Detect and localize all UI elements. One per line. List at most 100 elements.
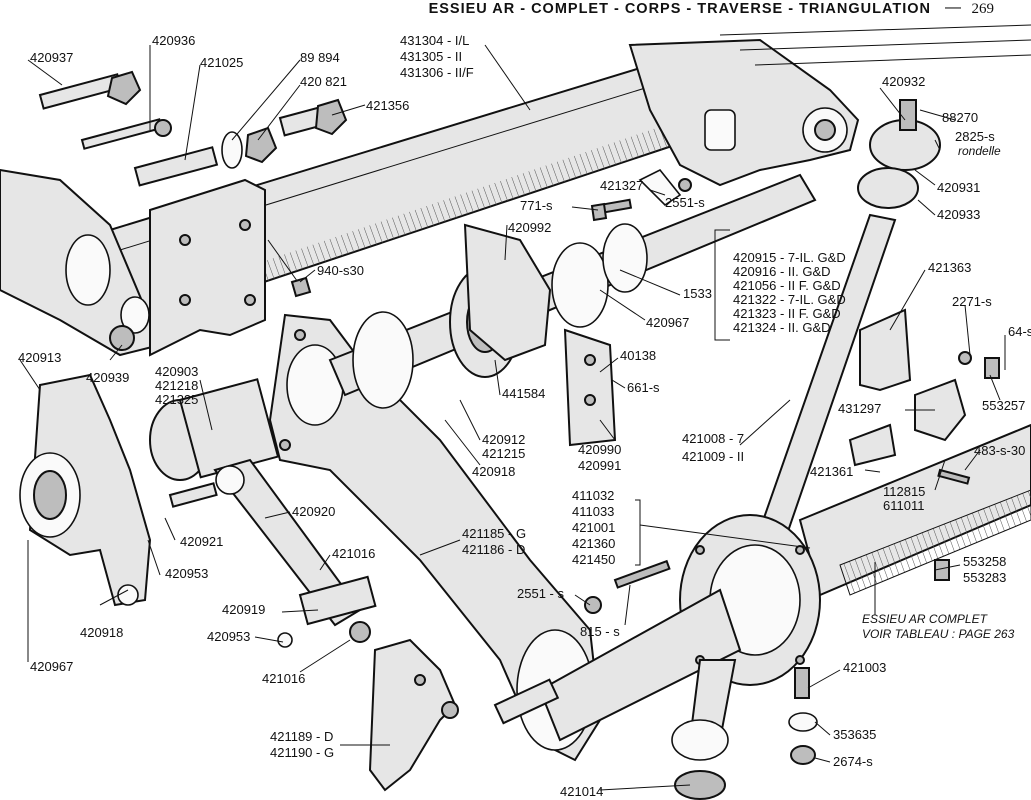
label-421025: 421025 (200, 55, 243, 70)
label-2551-s-low: 2551 - s (517, 586, 564, 601)
label-421003: 421003 (843, 660, 886, 675)
label-421324: 421324 - II. G&D (733, 320, 831, 335)
label-420936: 420936 (152, 33, 195, 48)
label-420939: 420939 (86, 370, 129, 385)
label-421218: 421218 (155, 378, 198, 393)
label-420821: 420 821 (300, 74, 347, 89)
small-fasteners-part (277, 168, 692, 648)
label-89894: 89 894 (300, 50, 340, 65)
label-420913: 420913 (18, 350, 61, 365)
label-420953-low: 420953 (207, 629, 250, 644)
label-420912: 420912 (482, 432, 525, 447)
title-dash: — (945, 0, 961, 16)
leader-lines (19, 44, 1006, 791)
diagonal-rod-part (756, 99, 941, 542)
label-431306: 431306 - II/F (400, 65, 474, 80)
bottom-spindle-part (671, 659, 818, 800)
label-611011: 611011 (883, 498, 924, 513)
label-420903: 420903 (155, 364, 198, 379)
label-421185: 421185 - G (462, 526, 526, 541)
label-411032: 411032 (572, 488, 614, 503)
label-421361: 421361 (810, 464, 853, 479)
label-420933: 420933 (937, 207, 980, 222)
label-421190: 421190 - G (270, 745, 334, 760)
label-2271-s: 2271-s (952, 294, 992, 309)
label-421056: 421056 - II F. G&D (733, 278, 841, 293)
label-441584: 441584 (502, 386, 545, 401)
label-420990: 420990 (578, 442, 621, 457)
label-421450: 421450 (572, 552, 615, 567)
label-420932: 420932 (882, 74, 925, 89)
label-553283: 553283 (963, 570, 1006, 585)
label-1533: 1533 (683, 286, 712, 301)
label-420992: 420992 (508, 220, 551, 235)
label-420918-low: 420918 (80, 625, 123, 640)
label-421016-mid: 421016 (332, 546, 375, 561)
label-771-s: 771-s (520, 198, 553, 213)
label-64-s: 64-s (1008, 324, 1031, 339)
label-421001: 421001 (572, 520, 615, 535)
axle-end-bracket-part (628, 38, 860, 187)
mounting-bracket-part (149, 178, 266, 357)
label-2825-s: 2825-s (955, 129, 995, 144)
stub-shaft-part (328, 173, 817, 447)
label-420937: 420937 (30, 50, 73, 65)
label-2551-s-top: 2551-s (665, 195, 705, 210)
page-number: 269 (971, 1, 995, 17)
small-brackets-part (848, 308, 1000, 581)
label-421325: 421325 (155, 392, 198, 407)
label-420918-mid: 420918 (472, 464, 515, 479)
label-553258: 553258 (963, 554, 1006, 569)
label-2674-s: 2674-s (833, 754, 873, 769)
label-940-s30: 940-s30 (317, 263, 364, 278)
label-rondelle: rondelle (958, 144, 1001, 158)
label-431304: 431304 - I/L (400, 33, 469, 48)
label-421356: 421356 (366, 98, 409, 113)
label-88270: 88270 (942, 110, 978, 125)
label-112815: 112815 (883, 484, 925, 499)
label-420915: 420915 - 7-IL. G&D (733, 250, 846, 265)
label-483-s-30: 483-s-30 (974, 443, 1025, 458)
label-815-s: 815 - s (580, 624, 620, 639)
bolts-group-part (38, 70, 348, 351)
label-421189: 421189 - D (270, 729, 333, 744)
label-421215: 421215 (482, 446, 525, 461)
label-420967-top: 420967 (646, 315, 689, 330)
link-rod-part (168, 458, 377, 643)
label-voir-tableau: VOIR TABLEAU : PAGE 263 (862, 627, 1015, 641)
label-421014: 421014 (560, 784, 603, 799)
label-421360: 421360 (572, 536, 615, 551)
label-420919: 420919 (222, 602, 265, 617)
label-420931: 420931 (937, 180, 980, 195)
label-421008: 421008 - 7 (682, 431, 744, 446)
left-hub-part (19, 373, 280, 607)
left-arm-frame-part (0, 168, 162, 357)
label-411033: 411033 (572, 504, 614, 519)
part-labels: 420937 420936 421025 89 894 420 821 4213… (18, 33, 1031, 799)
label-420967-low: 420967 (30, 659, 73, 674)
label-420953-mid: 420953 (165, 566, 208, 581)
page-title: ESSIEU AR - COMPLET - CORPS - TRAVERSE -… (428, 1, 931, 17)
brake-flange-part (493, 514, 821, 742)
label-421323: 421323 - II F. G&D (733, 306, 841, 321)
label-420916: 420916 - II. G&D (733, 264, 831, 279)
label-421322: 421322 - 7-IL. G&D (733, 292, 846, 307)
label-421363: 421363 (928, 260, 971, 275)
label-40138: 40138 (620, 348, 656, 363)
label-431305: 431305 - II (400, 49, 462, 64)
label-661-s: 661-s (627, 380, 660, 395)
label-essieu-complet: ESSIEU AR COMPLET (862, 612, 989, 626)
label-431297: 431297 (838, 401, 881, 416)
label-421016-low: 421016 (262, 671, 305, 686)
label-553257: 553257 (982, 398, 1025, 413)
label-353635: 353635 (833, 727, 876, 742)
label-421327: 421327 (600, 178, 643, 193)
page-header: ESSIEU AR - COMPLET - CORPS - TRAVERSE -… (0, 0, 1031, 22)
label-420991: 420991 (578, 458, 621, 473)
lower-bracket-part (368, 638, 459, 792)
leaf-spring-part (719, 24, 1031, 66)
label-420920: 420920 (292, 504, 335, 519)
label-421186: 421186 - D (462, 542, 525, 557)
label-420921: 420921 (180, 534, 223, 549)
